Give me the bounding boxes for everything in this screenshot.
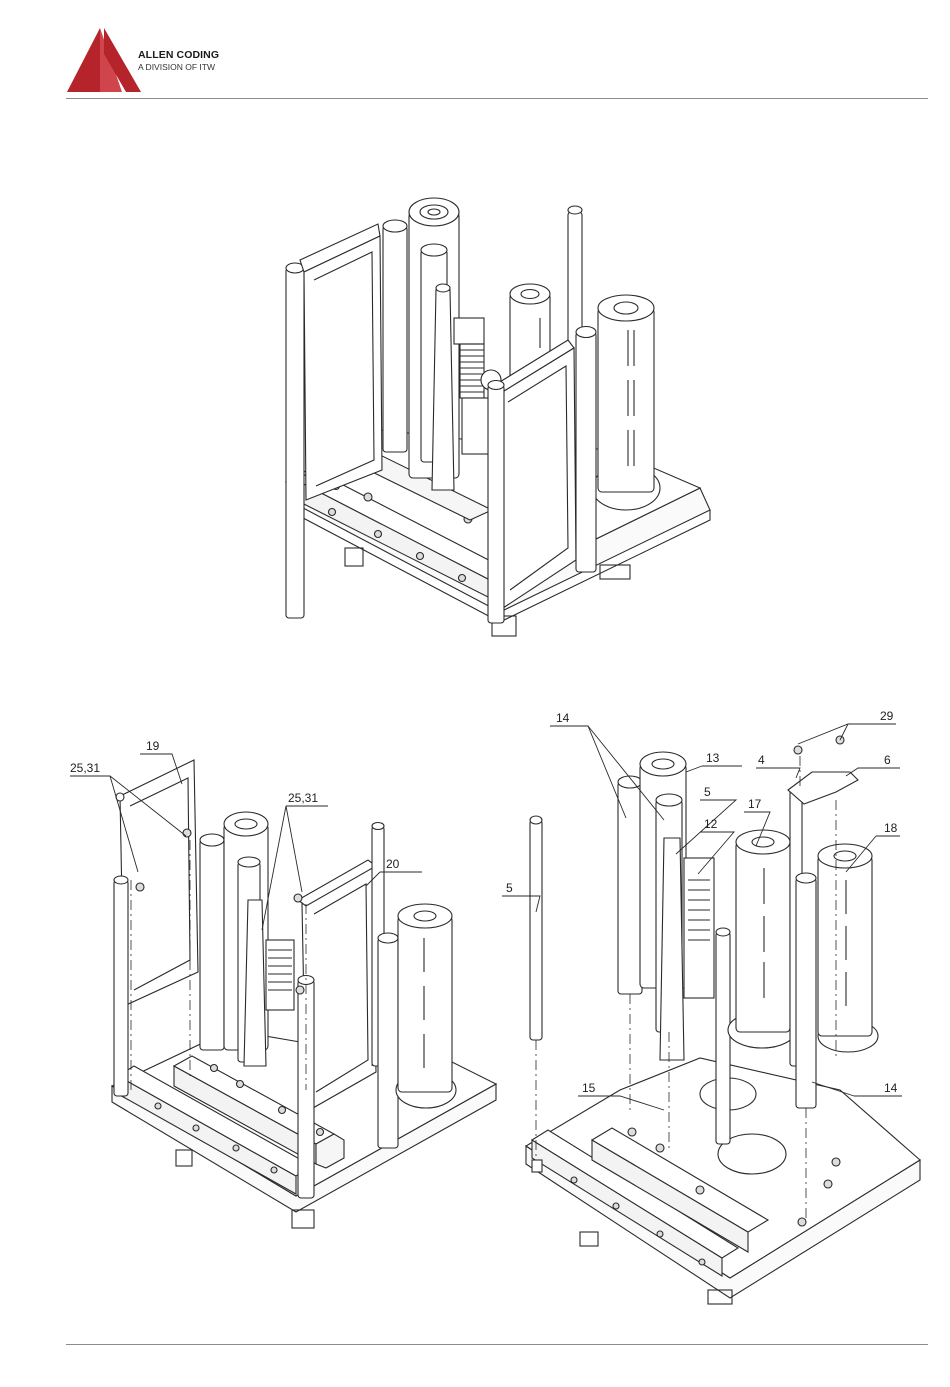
callout-15: 15 [582, 1081, 596, 1095]
callout-19: 19 [146, 739, 160, 753]
callout-4: 4 [758, 753, 765, 767]
guide-plates-exploded-view [70, 754, 496, 1228]
callout-5-left: 5 [506, 881, 513, 895]
assembled-view-drawing [286, 198, 710, 636]
callout-17: 17 [748, 797, 762, 811]
callout-12: 12 [704, 817, 718, 831]
callout-14-top: 14 [556, 711, 570, 725]
callout-5-top: 5 [704, 785, 711, 799]
callout-14-bottom: 14 [884, 1081, 898, 1095]
callout-18: 18 [884, 821, 898, 835]
callout-6: 6 [884, 753, 891, 767]
callout-25-31-right: 25,31 [288, 791, 318, 805]
callout-13: 13 [706, 751, 720, 765]
rollers-exploded-view [502, 724, 920, 1304]
callout-25-31-left: 25,31 [70, 761, 100, 775]
callout-20: 20 [386, 857, 400, 871]
callout-29: 29 [880, 709, 894, 723]
